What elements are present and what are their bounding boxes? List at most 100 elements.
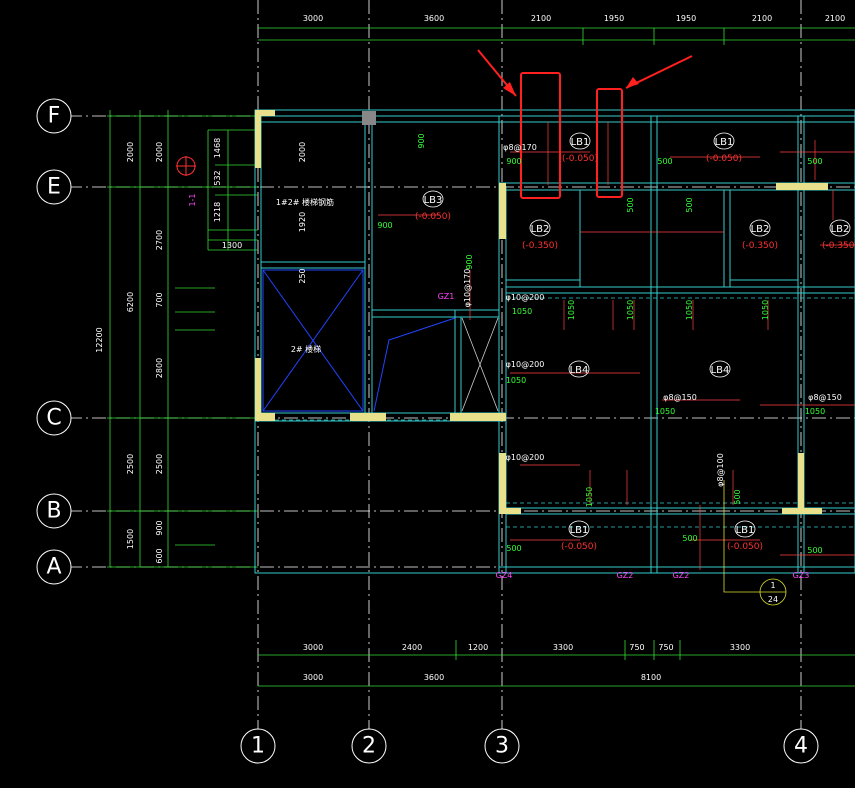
top-dimension: 2100 (531, 14, 551, 23)
green-label: 900 (377, 221, 392, 230)
sheet-number: 24 (768, 595, 778, 604)
grid-label-a: A (46, 555, 61, 580)
top-dimension: 3000 (303, 14, 323, 23)
section-number: 1 (770, 581, 775, 590)
slab-elevation: (-0.350) (522, 241, 558, 251)
small-dimension: 2000 (298, 142, 307, 162)
slab-name: LB1 (736, 525, 755, 536)
left-dimension-total: 12200 (95, 327, 104, 352)
rebar-label: φ8@100 (716, 453, 725, 487)
green-label: 500 (682, 534, 697, 543)
dimension-lines (107, 27, 855, 687)
rebar-label: φ10@200 (506, 293, 545, 302)
rebar-label: φ10@170 (463, 269, 472, 308)
bottom-dimension: 3000 (303, 643, 323, 652)
slab-name: LB2 (751, 224, 770, 235)
left-dimension: 2000 (126, 142, 135, 162)
slab-name: LB2 (831, 224, 850, 235)
green-label: 500 (626, 197, 635, 212)
slab-tag-circle (422, 190, 444, 208)
slab-name: LB1 (570, 525, 589, 536)
left-dimension-inner: 600 (155, 548, 164, 563)
green-label: 1050 (567, 300, 576, 320)
grid-label-b: B (46, 499, 61, 524)
grid-label-f: F (48, 104, 61, 129)
top-dimension: 2100 (752, 14, 772, 23)
section-label: 1-1 (188, 193, 197, 206)
slab-tag-circle (749, 219, 771, 237)
green-label: 500 (506, 544, 521, 553)
green-label: 500 (807, 546, 822, 555)
slab-elevation: (-0.050) (706, 154, 742, 164)
left-dimension: 6200 (126, 292, 135, 312)
column-marker (362, 111, 376, 125)
slab-tag-circle (568, 520, 590, 538)
room-label: 2# 楼梯 (291, 344, 321, 354)
grid-label-c: C (46, 406, 61, 431)
slab-tag-circle (709, 360, 731, 378)
green-label: 1050 (512, 307, 532, 316)
grid-label-1: 1 (251, 734, 265, 759)
green-label: 500 (657, 157, 672, 166)
slab-elevation: (-0.050) (562, 154, 598, 164)
section-symbol-left (176, 156, 196, 176)
small-dimension: 1920 (298, 212, 307, 232)
arrowheads (503, 77, 639, 96)
grid-label-2: 2 (362, 734, 376, 759)
slab-elevation: (-0.350) (822, 241, 855, 251)
bottom-dimension: 750 (629, 643, 644, 652)
review-markup (477, 49, 693, 199)
slab-tag-circle (829, 219, 851, 237)
left-dimension-inner: 900 (155, 520, 164, 535)
stair-openings (262, 269, 456, 412)
green-label: 900 (417, 133, 426, 148)
slab-name: LB4 (570, 365, 589, 376)
section-marker (723, 480, 787, 606)
slab-name: LB2 (531, 224, 550, 235)
small-dimension: 1218 (213, 202, 222, 222)
left-dimension-inner: 2800 (155, 358, 164, 378)
rebar-label: φ10@200 (506, 360, 545, 369)
bottom-dimension: 2400 (402, 643, 422, 652)
column-label: GZ4 (496, 571, 513, 580)
green-label: 1050 (585, 487, 594, 507)
green-label: 1050 (655, 407, 675, 416)
column-label: GZ1 (438, 292, 455, 301)
rebar-label: φ8@150 (663, 393, 697, 402)
slab-tag-circle (734, 520, 756, 538)
top-dimension: 2100 (825, 14, 845, 23)
green-label: 900 (465, 254, 474, 269)
stair-note: 1#2# 楼梯钢筋 (276, 197, 334, 207)
green-label: 1050 (761, 300, 770, 320)
left-dimension-inner: 2700 (155, 230, 164, 250)
green-label: 500 (685, 197, 694, 212)
column-label: GZ2 (673, 571, 690, 580)
rebar-label: φ8@150 (808, 393, 842, 402)
small-dimension: 532 (213, 170, 222, 185)
slab-name: LB1 (715, 137, 734, 148)
slab-elevation: (-0.050) (727, 542, 763, 552)
rebar-label: φ8@170 (503, 143, 537, 152)
green-label: 900 (506, 157, 521, 166)
grid-label-3: 3 (495, 734, 509, 759)
slab-name: LB3 (424, 195, 443, 206)
bottom-dimension: 750 (658, 643, 673, 652)
small-dimension: 1300 (222, 241, 242, 250)
green-label: 1050 (626, 300, 635, 320)
slab-name: LB4 (711, 365, 730, 376)
bottom-dimension-total: 3000 (303, 673, 323, 682)
green-label: 500 (733, 489, 742, 504)
bottom-dimension: 3300 (553, 643, 573, 652)
column-label: GZ2 (617, 571, 634, 580)
small-dimension: 250 (298, 268, 307, 283)
slab-name: LB1 (571, 137, 590, 148)
slab-elevation: (-0.050) (415, 212, 451, 222)
bottom-dimension-total: 8100 (641, 673, 661, 682)
green-label: 1050 (805, 407, 825, 416)
left-dimension-inner: 2000 (155, 142, 164, 162)
bottom-dimension: 3300 (730, 643, 750, 652)
green-label: 1050 (685, 300, 694, 320)
